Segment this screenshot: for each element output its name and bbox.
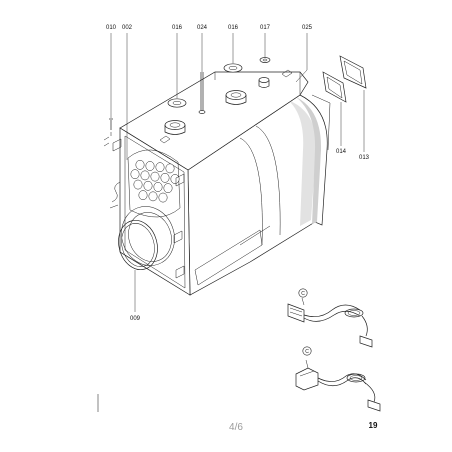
tube-hole — [130, 169, 140, 180]
label-009: 009 — [130, 316, 141, 322]
label-024: 024 — [197, 25, 208, 31]
sealing-ring — [118, 220, 158, 270]
variant-mark-2-text: C — [305, 349, 309, 355]
tube-sheet — [109, 138, 185, 279]
tube-hole — [165, 163, 175, 174]
variant-mark-2: C — [302, 346, 312, 356]
tube-holes — [130, 159, 180, 203]
screws — [103, 118, 113, 147]
tube-hole — [160, 172, 170, 183]
top-nozzles — [159, 57, 293, 144]
tube-hole — [158, 192, 168, 203]
label-002: 002 — [122, 25, 133, 31]
label-010: 010 — [106, 25, 117, 31]
tube-hole — [155, 162, 165, 173]
leader-lines — [110, 33, 365, 312]
tube-hole — [163, 183, 173, 194]
label-017: 017 — [260, 25, 271, 31]
tube-hole — [135, 159, 145, 170]
tube-hole — [148, 191, 158, 202]
tube-hole — [145, 161, 155, 171]
cable-harness-2 — [295, 359, 381, 412]
page-number: 19 — [369, 421, 378, 430]
tube-hole — [138, 190, 148, 201]
label-014: 014 — [336, 149, 347, 155]
tube-hole — [150, 171, 160, 182]
page-indicator: 4/6 — [229, 422, 243, 433]
tube-hole — [133, 179, 143, 190]
label-016-right: 016 — [228, 25, 239, 31]
label-013: 013 — [359, 155, 370, 161]
cable-harness-1 — [287, 297, 373, 348]
tube-hole — [140, 170, 150, 181]
tube-hole — [143, 180, 153, 191]
variant-mark-1: C — [298, 288, 308, 298]
label-016-left: 016 — [172, 25, 183, 31]
gaskets — [322, 55, 367, 103]
label-025: 025 — [302, 25, 313, 31]
variant-mark-1-text: C — [301, 291, 305, 297]
part-labels: 010 002 016 024 016 017 025 014 013 009 — [106, 25, 370, 322]
tube-hole — [153, 182, 163, 192]
tube-hole — [170, 174, 180, 184]
